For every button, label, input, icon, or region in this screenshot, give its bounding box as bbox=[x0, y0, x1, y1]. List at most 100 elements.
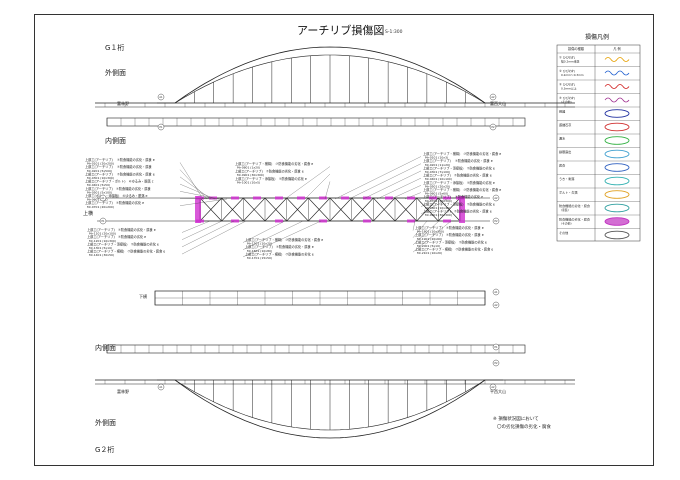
damage-mark bbox=[319, 196, 327, 200]
legend-item-label: 防食機能の劣化・腐食 bbox=[559, 217, 591, 222]
lateral-brace bbox=[199, 197, 222, 222]
damage-annotation-id: Mr-0201 (11x20) bbox=[425, 163, 450, 167]
lateral-brace bbox=[351, 197, 374, 222]
lateral-brace bbox=[264, 197, 287, 222]
leader-line bbox=[412, 220, 452, 253]
legend-item-label: うき・剥落 bbox=[559, 176, 575, 181]
damage-symbol bbox=[604, 136, 630, 145]
damage-annotation-text: 上部工(アーチリブ・横構) ⑦防食機能の劣化・腐食 e bbox=[415, 247, 493, 252]
pier-mark-label: P1 bbox=[160, 126, 163, 129]
leader-line bbox=[420, 198, 448, 215]
girder-g1-label: G１桁 bbox=[105, 43, 124, 52]
damage-mark bbox=[363, 219, 371, 223]
damage-mark bbox=[231, 196, 239, 200]
damage-annotation-id: Mr-0401 (5x50) bbox=[87, 183, 110, 187]
damage-symbol bbox=[604, 176, 630, 186]
lateral-brace bbox=[308, 197, 331, 222]
damage-annotation-id: Mr-1001 (10x5) bbox=[237, 181, 260, 185]
arch-elevation-bottom bbox=[95, 379, 575, 439]
damage-annotation-id: Mr-0101 (20x200) bbox=[87, 162, 114, 166]
damage-annotation-text: 上部工(アーチリブ) ⑦防食機能の劣化・腐食 e bbox=[415, 232, 484, 237]
damage-annotation-id: Mr-2101 (10x20) bbox=[417, 251, 442, 255]
damage-annotation-id: Mr-0501 (5x100) bbox=[87, 190, 112, 194]
pier-mark-label: A1 bbox=[494, 291, 498, 294]
pier-mark-label: P2 bbox=[492, 126, 495, 129]
leader-line bbox=[242, 220, 322, 258]
damage-annotation-text: 上部工(アーチリブ・添接板) ⑦防食機能の劣化 e bbox=[423, 201, 495, 206]
damage-annotation-text: 上部工(アーチリブ) ⑦防食機能の劣化・腐食 e bbox=[415, 225, 484, 230]
pier-mark-label: P1 bbox=[102, 220, 105, 223]
leader-line bbox=[179, 198, 224, 200]
damage-annotation-id: Mr-0101 (10x3) bbox=[425, 156, 448, 160]
bottom-chord-label: 下横 bbox=[139, 293, 147, 299]
crack-symbol bbox=[604, 97, 630, 103]
pier-mark-circle bbox=[492, 301, 500, 309]
leader-line bbox=[324, 181, 331, 200]
legend-item-label: 腐食 bbox=[559, 163, 566, 168]
bottom-lateral-plan bbox=[154, 290, 486, 306]
girder-g2-label: G２桁 bbox=[95, 445, 114, 454]
damage-annotation-text: 上部工(アーチリブ) ⑦防食機能の劣化・腐食 bbox=[85, 164, 153, 169]
deck-strip bbox=[106, 344, 526, 354]
damage-annotation-text: 上部工(アーチリブ・横構) ⑦防食機能の劣化 e bbox=[245, 251, 314, 256]
leader-line bbox=[412, 220, 440, 246]
lateral-brace bbox=[394, 197, 417, 222]
legend-item-sub: 0.2mm〜0.3mm bbox=[561, 73, 584, 77]
damage-mark bbox=[297, 196, 305, 200]
damage-annotation-text: 上部工(アーチリブ) ⑦防食機能の劣化 e bbox=[87, 234, 146, 239]
pier-mark-label: A2 bbox=[494, 304, 498, 307]
damage-mark bbox=[253, 196, 261, 200]
abutment-left-bottom-label: 富林野 bbox=[117, 388, 129, 394]
legend-item-sub: (塗装) bbox=[561, 208, 569, 212]
pier-mark-label: P2 bbox=[495, 220, 498, 223]
damage-mark bbox=[275, 196, 283, 200]
leader-line bbox=[181, 220, 211, 233]
leader-line bbox=[242, 220, 304, 250]
legend-item-label: 防食機能の劣化・腐食 bbox=[559, 203, 591, 208]
inner-face-label-top: 内側面 bbox=[105, 136, 126, 145]
legend-item-label: 鉄筋露出 bbox=[559, 149, 571, 154]
leader-line bbox=[179, 183, 216, 200]
leader-line bbox=[181, 220, 235, 248]
outer-face-label-top: 外側面 bbox=[105, 68, 126, 77]
damage-annotation-id: Mr-1901 (20x60) bbox=[417, 237, 442, 241]
damage-annotation-text: 上部工(アーチリブ) ⑦防食機能の劣化・腐食 e bbox=[85, 157, 155, 162]
pier-mark-circle bbox=[157, 383, 165, 391]
leader-line bbox=[179, 169, 208, 200]
deck-strip bbox=[106, 117, 526, 127]
pier-mark-label: A1 bbox=[159, 386, 163, 389]
damage-mark bbox=[407, 219, 415, 223]
damage-mark bbox=[429, 196, 437, 200]
legend-item-sub: (その他) bbox=[561, 222, 572, 226]
damage-annotation-id: Mr-0701 (60x300) bbox=[425, 199, 452, 203]
damage-annotation-text: 上部工(アーチリブ) ⑦防食機能の劣化・腐食 e bbox=[423, 173, 492, 178]
leader-line bbox=[179, 176, 212, 200]
damage-mark bbox=[363, 196, 371, 200]
leader-line bbox=[376, 177, 422, 200]
pier-mark-label: A1 bbox=[159, 96, 163, 99]
arch-rib-outer bbox=[174, 46, 486, 104]
damage-annotation-text: 上部工(アーチリブ) ⑦防食機能の劣化・腐食 e bbox=[423, 209, 492, 214]
note-line-1: ※ 損傷状況図において bbox=[493, 415, 539, 422]
leader-line bbox=[348, 163, 422, 200]
damage-mark bbox=[341, 196, 349, 200]
damage-annotation-text: 上部工(アーチリブ・添接板) ⑦防食機能の劣化 e bbox=[423, 165, 495, 170]
drawing-title: アーチリブ損傷図 bbox=[297, 23, 384, 37]
lateral-brace bbox=[286, 197, 309, 222]
damage-annotation-id: Mr-2001 (5x10) bbox=[417, 244, 440, 248]
damage-annotation-text: 上部工(アーチリブ) ⑦防食機能の劣化・腐食 bbox=[85, 186, 152, 191]
pier-mark-circle bbox=[157, 123, 165, 131]
leader-line bbox=[390, 185, 422, 200]
damage-annotation-id: Mr-1501 (10x20) bbox=[247, 242, 272, 246]
leader-line bbox=[404, 192, 422, 200]
top-lateral-plan bbox=[97, 196, 490, 223]
damage-mark bbox=[407, 196, 415, 200]
legend-item-label: ボルト・欠落 bbox=[559, 190, 578, 195]
damage-annotation-id: Mr-0901 (30x300) bbox=[237, 173, 264, 177]
damage-mark bbox=[443, 196, 451, 200]
lateral-brace bbox=[243, 197, 266, 222]
damage-symbol bbox=[604, 163, 630, 172]
damage-symbol bbox=[604, 190, 630, 199]
legend-frame bbox=[556, 44, 641, 242]
